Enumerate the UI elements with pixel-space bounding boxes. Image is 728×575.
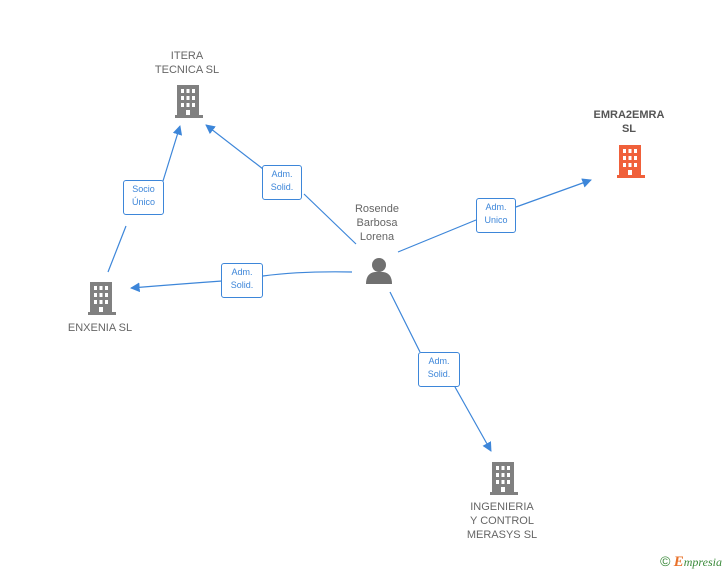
empresia-footer[interactable]: © Empresia	[660, 553, 722, 571]
label-line: EMRA2EMRA	[593, 109, 665, 121]
edge-label-to-enxenia: Adm. Solid.	[221, 263, 263, 298]
building-icon[interactable]	[490, 462, 518, 495]
edge-label-line: Adm.	[271, 169, 293, 179]
label-line: Y CONTROL	[470, 515, 534, 527]
person-label[interactable]: Rosende Barbosa Lorena	[337, 202, 417, 244]
empresia-logo-initial: E	[673, 554, 684, 570]
edge-label-line: Solid.	[270, 182, 294, 192]
person-icon[interactable]	[366, 258, 392, 284]
edge-label-to-itera: Adm. Solid.	[262, 165, 302, 200]
edge-label-to-emra2emra: Adm. Unico	[476, 198, 516, 233]
label-line: Rosende	[354, 203, 400, 215]
edge-enxenia-to-itera	[107, 126, 180, 273]
edge-label-line: Adm.	[231, 267, 253, 277]
building-icon[interactable]	[175, 85, 203, 118]
building-icon[interactable]	[88, 282, 116, 315]
company-label-enxenia[interactable]: ENXENIA SL	[50, 321, 150, 335]
edge-label-line: Adm.	[485, 202, 507, 212]
label-line: Lorena	[359, 231, 395, 243]
edge-label-line: Solid.	[427, 369, 451, 379]
edge-to-ingenieria	[389, 291, 491, 451]
edge-label-line: Solid.	[230, 280, 254, 290]
edge-to-emra	[397, 180, 591, 253]
company-label-itera[interactable]: ITERA TECNICA SL	[142, 49, 232, 77]
edge-label-to-ingenieria: Adm. Solid.	[418, 352, 460, 387]
edge-to-itera	[206, 125, 357, 245]
company-label-ingenieria[interactable]: INGENIERIA Y CONTROL MERASYS SL	[452, 500, 552, 542]
label-line: ITERA	[170, 50, 204, 62]
empresia-logo-text: mpresia	[683, 555, 722, 569]
label-line: MERASYS SL	[466, 529, 538, 541]
edge-label-line: Único	[131, 197, 155, 207]
edge-to-enxenia	[131, 271, 353, 288]
building-icon[interactable]	[617, 145, 645, 178]
edge-label-line: Unico	[484, 215, 508, 225]
copyright-symbol: ©	[660, 553, 671, 569]
company-label-emra2emra[interactable]: EMRA2EMRA SL	[579, 108, 679, 136]
label-line: Barbosa	[356, 217, 398, 229]
edge-label-line: Socio	[132, 184, 155, 194]
label-line: TECNICA SL	[154, 64, 220, 76]
label-line: ENXENIA SL	[67, 322, 133, 334]
edge-label-line: Adm.	[428, 356, 450, 366]
label-line: INGENIERIA	[470, 501, 534, 513]
edge-label-enxenia-to-itera: Socio Único	[123, 180, 164, 215]
label-line: SL	[621, 123, 637, 135]
